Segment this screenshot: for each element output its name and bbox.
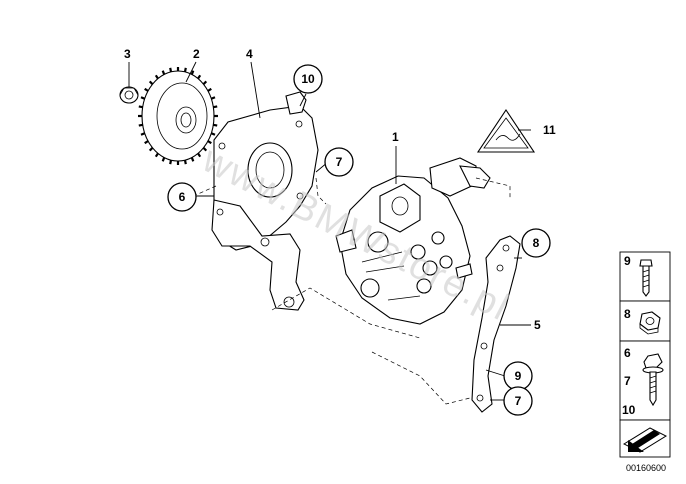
document-id: 00160600	[626, 463, 666, 473]
callout-4-label: 4	[246, 47, 253, 61]
sprocket-tooth	[190, 70, 195, 75]
sidebar-item-10-label: 10	[622, 403, 636, 417]
sidebar-item-6-label: 6	[624, 346, 631, 360]
callout-9-label: 9	[515, 369, 522, 383]
sprocket-tooth	[148, 80, 154, 85]
sprocket-tooth	[183, 159, 187, 165]
callout-1[interactable]: 1	[392, 130, 399, 144]
hex-nut-icon	[639, 311, 661, 335]
callout-3[interactable]: 3	[124, 47, 131, 61]
sprocket-tooth	[148, 147, 154, 152]
sprocket-tooth	[154, 74, 159, 80]
part-1-high-pressure-pump[interactable]	[335, 157, 491, 325]
sidebar-item-8[interactable]: 8	[624, 307, 661, 335]
leader-lines	[128, 61, 531, 401]
callout-10-circle[interactable]: 8	[521, 228, 551, 258]
sprocket-tooth	[161, 70, 166, 75]
callout-7-circle-upper[interactable]: 7	[324, 147, 354, 177]
callout-5-label: 5	[534, 318, 541, 332]
callout-8-label: 10	[301, 72, 315, 86]
sprocket-tooth	[138, 105, 143, 109]
part-8-clip[interactable]	[285, 91, 307, 115]
callout-11-label: 11	[543, 123, 556, 137]
sprocket-tooth	[140, 96, 146, 100]
sprocket-tooth	[169, 159, 173, 165]
sprocket-tooth	[144, 87, 149, 92]
sidebar-item-9[interactable]: 9	[624, 254, 653, 297]
sprocket-tooth	[140, 132, 146, 136]
part-5-mounting-bracket[interactable]	[471, 235, 521, 413]
callout-6-label: 6	[179, 190, 186, 204]
callout-3-label: 3	[124, 47, 131, 61]
callout-6-circle[interactable]: 6	[167, 182, 197, 212]
sprocket-tooth	[207, 87, 212, 92]
sprocket-tooth	[202, 80, 208, 85]
sprocket-tooth	[154, 152, 159, 158]
callout-5[interactable]: 5	[534, 318, 541, 332]
callout-10-label: 8	[533, 236, 540, 250]
sidebar-item-8-label: 8	[624, 307, 631, 321]
callout-11[interactable]: 11	[543, 123, 556, 137]
sprocket-tooth	[210, 132, 216, 136]
callout-2[interactable]: 2	[193, 47, 200, 61]
sprocket-tooth	[183, 67, 187, 73]
sidebar-item-9-label: 9	[624, 254, 631, 268]
callout-2-label: 2	[193, 47, 200, 61]
sprocket-tooth	[144, 140, 149, 145]
sprocket-tooth	[207, 140, 212, 145]
callout-9-circle[interactable]: 9	[503, 361, 533, 391]
part-support-bracket[interactable]	[211, 199, 305, 311]
sidebar-item-6-7-10[interactable]: 6 7 10	[622, 346, 664, 417]
hardware-sidebar: 9 8 6 7 10	[619, 251, 671, 458]
bolt-icon	[639, 259, 653, 297]
sprocket-tooth	[169, 67, 173, 73]
sprocket-tooth	[138, 123, 143, 127]
part-11-warning-label-icon[interactable]	[476, 109, 536, 153]
navigation-arrow-icon[interactable]	[622, 427, 668, 453]
sprocket-tooth	[197, 74, 202, 80]
sprocket-tooth	[213, 123, 218, 127]
sidebar-item-7-label: 7	[624, 374, 631, 388]
callout-1-label: 1	[392, 130, 399, 144]
flange-bolt-icon	[642, 353, 664, 407]
callout-4[interactable]: 4	[246, 47, 253, 61]
sprocket-tooth	[202, 147, 208, 152]
part-2-sprocket[interactable]	[138, 67, 218, 165]
sprocket-tooth	[197, 152, 202, 158]
sprocket-tooth	[161, 157, 166, 162]
sprocket-tooth	[210, 96, 216, 100]
callout-7-lower-label: 7	[515, 394, 522, 408]
callout-8-circle[interactable]: 10	[293, 64, 323, 94]
sprocket-tooth	[190, 157, 195, 162]
part-3-bushing[interactable]	[119, 86, 139, 104]
callout-7-upper-label: 7	[336, 155, 343, 169]
sprocket-tooth	[213, 105, 218, 109]
callout-7-circle-lower[interactable]: 7	[503, 386, 533, 416]
